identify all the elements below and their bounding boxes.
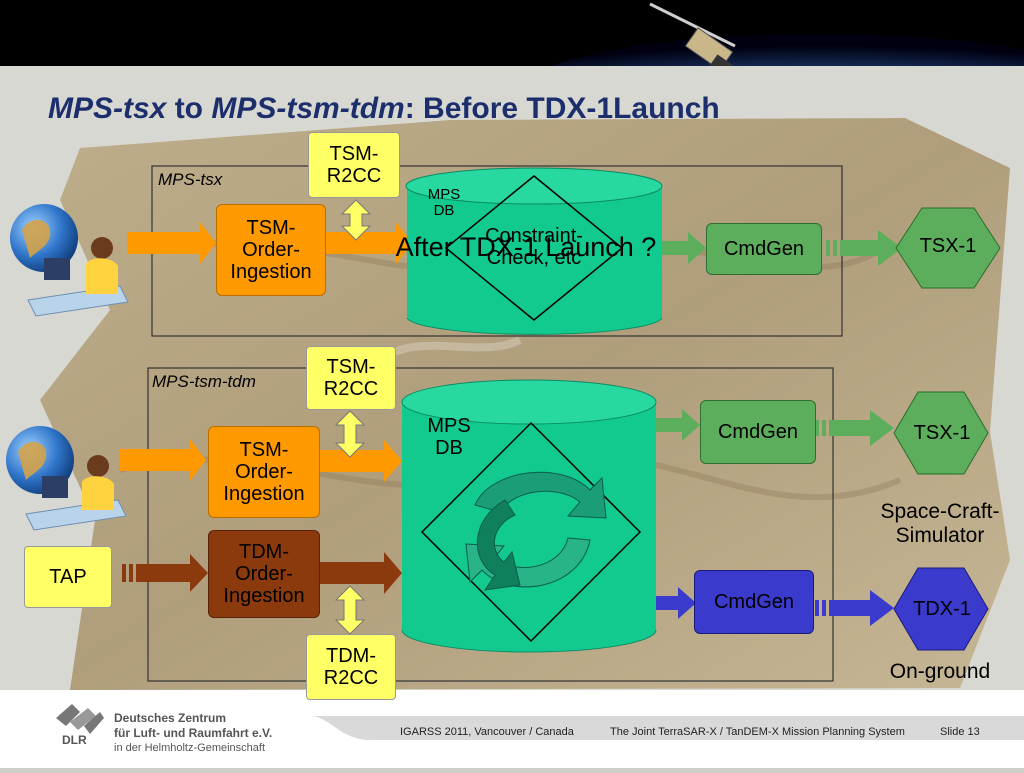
footer-talk-title: The Joint TerraSAR-X / TanDEM-X Mission … bbox=[610, 726, 905, 738]
lower-cmdgen-blue-box: CmdGen bbox=[694, 570, 814, 634]
lower-mps-db-cylinder bbox=[401, 379, 657, 653]
dlr-logo-text: DLR bbox=[62, 733, 87, 747]
upper-tsm-r2cc-box: TSM- R2CC bbox=[308, 132, 400, 198]
lower-tdm-r2cc-box: TDM- R2CC bbox=[306, 634, 396, 700]
lower-tdm-arrow bbox=[320, 552, 402, 594]
lower-tdx-hexagon bbox=[893, 567, 989, 651]
upper-cmdgen-arrow bbox=[662, 232, 706, 264]
lower-tsm-r2cc-box: TSM- R2CC bbox=[306, 346, 396, 410]
dlr-logo-icon bbox=[56, 704, 104, 734]
upper-input-arrow bbox=[127, 222, 216, 264]
lower-tdm-ingestion-text: TDM- Order- Ingestion bbox=[223, 541, 305, 607]
dlr-org-name: Deutsches Zentrum für Luft- und Raumfahr… bbox=[114, 711, 272, 756]
upper-tsx-label: TSX-1 bbox=[919, 235, 977, 257]
lower-tsx-hexagon bbox=[893, 391, 989, 475]
lower-tsx-arrow bbox=[815, 410, 894, 446]
upper-ingestion-arrow bbox=[325, 222, 412, 264]
upper-cmdgen-box: CmdGen bbox=[706, 223, 822, 275]
upper-mps-db-label: MPS DB bbox=[414, 180, 474, 226]
lower-tsm-arrow bbox=[320, 440, 402, 482]
lower-cmdgen-green-box: CmdGen bbox=[700, 400, 816, 464]
title-part-to: to bbox=[166, 92, 212, 125]
upper-mps-db-cylinder bbox=[405, 167, 663, 335]
upper-constraint-check: Constraint- Check, etc bbox=[464, 214, 604, 280]
upper-tsm-ingestion-box: TSM- Order- Ingestion bbox=[216, 204, 326, 296]
upper-mps-db-text: MPS DB bbox=[427, 185, 461, 219]
lower-tdm-ingestion-box: TDM- Order- Ingestion bbox=[208, 530, 320, 618]
upper-tsx-hexagon bbox=[895, 207, 1001, 289]
upper-constraint-diamond bbox=[444, 175, 624, 321]
title-part-mps-tsx: MPS-tsx bbox=[48, 92, 167, 125]
lower-mps-db-label: MPS DB bbox=[414, 408, 484, 466]
lower-tsm-ingestion-text: TSM- Order- Ingestion bbox=[223, 439, 305, 505]
upper-tsm-ingestion-text: TSM- Order- Ingestion bbox=[230, 217, 312, 283]
lower-tdm-r2cc-text: TDM- R2CC bbox=[323, 645, 379, 689]
lower-tdx-label: TDX-1 bbox=[913, 598, 971, 620]
lower-mps-db-text: MPS DB bbox=[427, 415, 471, 459]
tap-arrow bbox=[122, 554, 208, 592]
lower-user-arrow bbox=[120, 439, 206, 481]
lower-user-globe-icon bbox=[6, 426, 127, 531]
footer-conference: IGARSS 2011, Vancouver / Canada bbox=[400, 726, 574, 738]
after-launch-overlay: After TDX-1 Launch ? bbox=[395, 232, 657, 263]
footer-slide-number: Slide 13 bbox=[940, 726, 980, 738]
upper-r2cc-link bbox=[340, 199, 372, 241]
mps-tsm-tdm-label: MPS-tsm-tdm bbox=[152, 372, 256, 391]
lower-cmdgen-blue-arrow bbox=[656, 587, 696, 619]
mps-tsm-tdm-boundary bbox=[147, 367, 834, 682]
tap-box: TAP bbox=[24, 546, 112, 608]
lower-tsx-label: TSX-1 bbox=[913, 422, 971, 444]
lower-cmdgen-green-arrow bbox=[656, 409, 700, 441]
footer-stripe bbox=[310, 716, 1024, 740]
title-part-before: : Before TDX-1Launch bbox=[404, 92, 720, 125]
upper-tsm-r2cc-text: TSM- R2CC bbox=[326, 143, 382, 187]
lower-tsm-r2cc-text: TSM- R2CC bbox=[323, 356, 379, 400]
space-craft-simulator-caption: Space-Craft- Simulator bbox=[880, 500, 1000, 547]
lower-tsm-ingestion-box: TSM- Order- Ingestion bbox=[208, 426, 320, 518]
upper-tsx-arrow bbox=[826, 230, 902, 266]
lower-tdx-arrow bbox=[815, 590, 894, 626]
upper-user-globe-icon bbox=[10, 204, 129, 317]
upper-constraint-text: Constraint- Check, etc bbox=[485, 225, 583, 269]
title-part-mps-tsm-tdm: MPS-tsm-tdm bbox=[211, 92, 405, 125]
slide-title: MPS-tsx to MPS-tsm-tdm: Before TDX-1Laun… bbox=[48, 92, 720, 126]
cycle-arrows-icon bbox=[465, 471, 607, 591]
org-line-1: Deutsches Zentrum bbox=[114, 711, 227, 725]
lower-tsm-r2cc-link bbox=[334, 410, 366, 458]
org-line-3: in der Helmholtz-Gemeinschaft bbox=[114, 742, 266, 754]
org-line-2: für Luft- und Raumfahrt e.V. bbox=[114, 726, 273, 740]
on-ground-caption: On-ground bbox=[889, 660, 991, 683]
mps-tsx-label: MPS-tsx bbox=[158, 170, 223, 189]
